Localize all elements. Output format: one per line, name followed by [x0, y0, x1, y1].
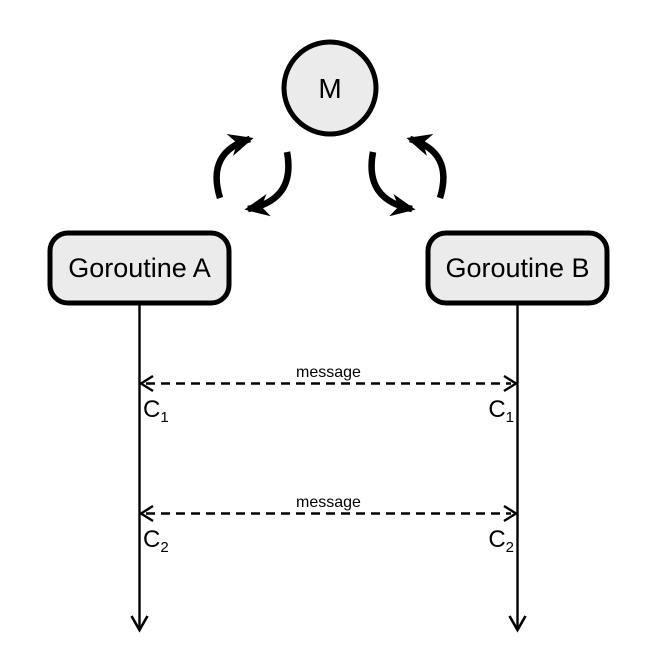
- cycle-arrows-right: [368, 134, 447, 217]
- message-1-channel-right: C1: [488, 396, 514, 426]
- machine-node: [281, 39, 379, 137]
- lifeline-b: [508, 303, 527, 633]
- message-2: message C2 C2: [138, 494, 519, 556]
- lifeline-a: [130, 303, 149, 633]
- goroutine-b-label: Goroutine B: [445, 253, 589, 283]
- message-1-left-arrowhead-icon: [138, 374, 154, 393]
- machine-label: M: [318, 73, 341, 104]
- cycle-arrow-right-down-icon: [368, 151, 416, 217]
- message-1-label: message: [296, 364, 361, 381]
- message-2-right-arrowhead-icon: [503, 504, 519, 523]
- cycle-arrow-left-down-icon: [244, 151, 292, 217]
- message-2-channel-left: C2: [143, 526, 169, 556]
- message-1-channel-left: C1: [143, 396, 169, 426]
- message-2-channel-right: C2: [488, 526, 514, 556]
- cycle-arrow-left-up-icon: [213, 134, 254, 199]
- cycle-arrows-left: [213, 134, 292, 217]
- message-2-label: message: [296, 494, 361, 511]
- cycle-arrow-right-up-icon: [406, 134, 447, 199]
- message-2-left-arrowhead-icon: [138, 504, 154, 523]
- message-1: message C1 C1: [138, 364, 519, 426]
- message-1-right-arrowhead-icon: [503, 374, 519, 393]
- lifeline-a-arrowhead-icon: [130, 615, 149, 633]
- goroutine-a-label: Goroutine A: [68, 253, 211, 283]
- lifeline-b-arrowhead-icon: [508, 615, 527, 633]
